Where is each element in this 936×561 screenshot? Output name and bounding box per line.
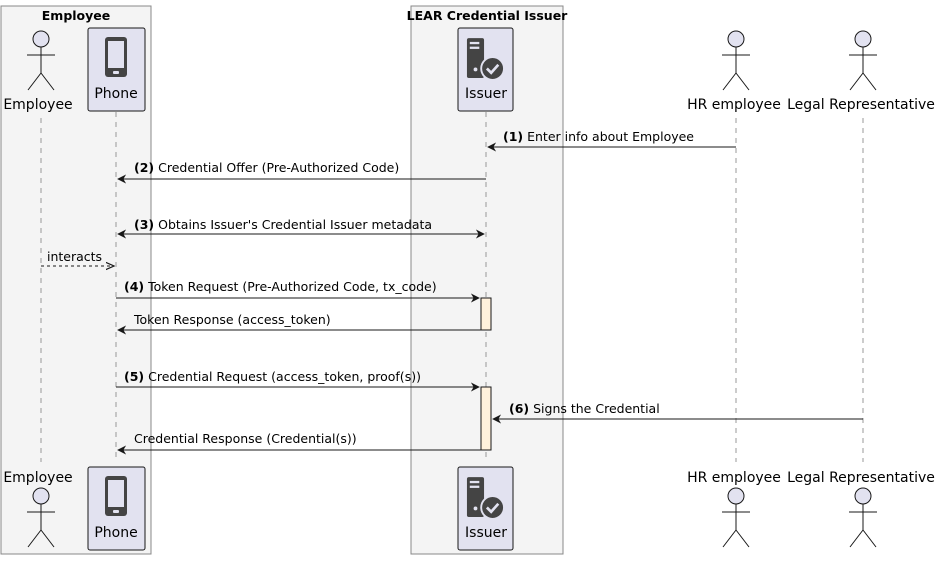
participant-employee-bottom: Employee <box>3 470 73 548</box>
participant-label: Legal Representative <box>787 97 935 113</box>
participant-legal-top: Legal Representative <box>787 30 935 113</box>
participant-legal-bottom: Legal Representative <box>787 470 935 548</box>
message-credential-response: Credential Response (Credential(s)) <box>117 431 481 455</box>
actor-icon <box>848 487 878 548</box>
participant-issuer-top: Issuer <box>457 27 514 112</box>
message-label: Credential Response (Credential(s)) <box>134 431 357 446</box>
participant-label: Employee <box>3 97 72 113</box>
participant-label: Phone <box>94 86 137 102</box>
participant-label: HR employee <box>687 97 781 113</box>
message-2: (2) Credential Offer (Pre-Authorized Cod… <box>117 160 486 184</box>
participant-label: HR employee <box>687 470 781 486</box>
message-4: (4) Token Request (Pre-Authorized Code, … <box>116 279 480 303</box>
participant-hr-top: HR employee <box>687 30 781 113</box>
message-interacts: interacts <box>41 249 114 266</box>
message-label: Token Response (access_token) <box>133 312 331 327</box>
participant-phone-bottom: Phone <box>87 466 146 551</box>
message-label: interacts <box>47 249 102 264</box>
message-3: (3) Obtains Issuer's Credential Issuer m… <box>117 217 485 239</box>
participant-employee-top: Employee <box>3 30 73 113</box>
message-label: (3) Obtains Issuer's Credential Issuer m… <box>134 217 432 232</box>
participant-label: Issuer <box>465 525 507 541</box>
actor-icon <box>848 30 878 91</box>
participant-label: Employee <box>3 470 72 486</box>
participant-issuer-bottom: Issuer <box>457 466 514 551</box>
message-label: (5) Credential Request (access_token, pr… <box>124 369 421 384</box>
phone-icon <box>105 37 127 77</box>
participant-label: Phone <box>94 525 137 541</box>
message-label: (6) Signs the Credential <box>509 401 660 416</box>
issuer-group-title: LEAR Credential Issuer <box>407 8 569 23</box>
participant-label: Issuer <box>465 86 507 102</box>
issuer-activation-credential <box>480 386 492 451</box>
participant-hr-bottom: HR employee <box>687 470 781 548</box>
message-token-response: Token Response (access_token) <box>117 312 481 335</box>
phone-icon <box>105 476 127 516</box>
actor-icon <box>721 487 751 548</box>
message-label: (1) Enter info about Employee <box>503 129 694 144</box>
actor-icon <box>721 30 751 91</box>
issuer-activation-token <box>480 297 492 331</box>
message-5: (5) Credential Request (access_token, pr… <box>116 369 480 392</box>
message-label: (2) Credential Offer (Pre-Authorized Cod… <box>134 160 399 175</box>
message-6: (6) Signs the Credential <box>492 401 863 424</box>
employee-group-title: Employee <box>42 8 111 23</box>
message-label: (4) Token Request (Pre-Authorized Code, … <box>124 279 437 294</box>
message-1: (1) Enter info about Employee <box>487 129 736 152</box>
participant-phone-top: Phone <box>87 27 146 112</box>
participant-label: Legal Representative <box>787 470 935 486</box>
